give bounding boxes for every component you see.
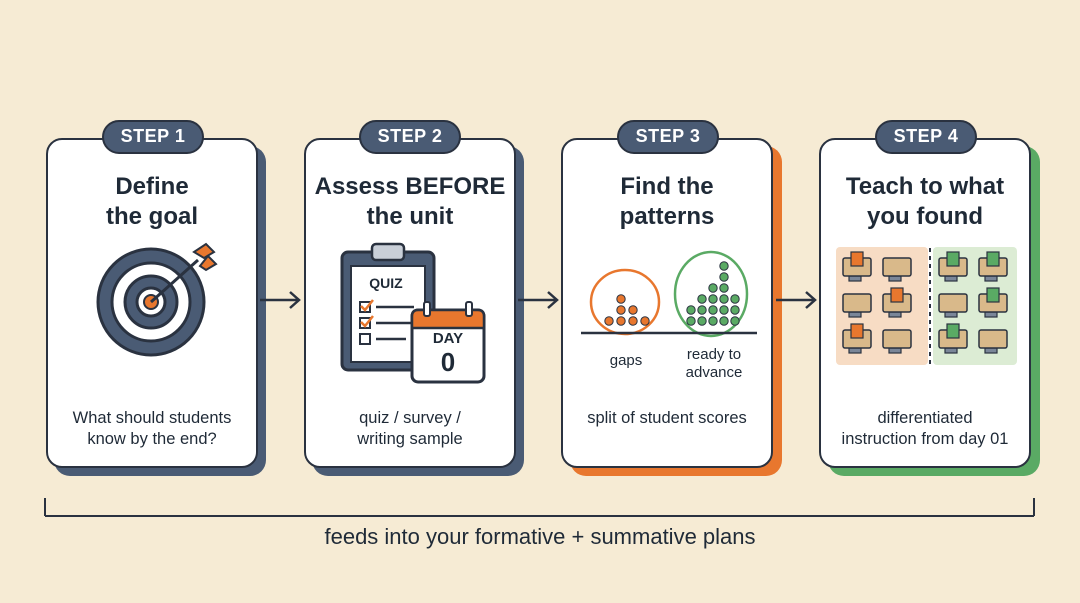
arrow-right-icon (260, 291, 301, 309)
footer-text: feeds into your formative + summative pl… (324, 524, 756, 549)
desk (842, 293, 872, 318)
step3-badge: STEP 3 (617, 120, 719, 154)
desk (882, 287, 912, 318)
score-distribution-icon (581, 250, 757, 338)
desk (842, 251, 872, 282)
step4-card: Teach to what you found differentiated i… (819, 138, 1031, 468)
target-icon (96, 242, 218, 357)
step3-title: Find the patterns (619, 173, 715, 230)
step4-caption: differentiated instruction from day 01 (841, 409, 1009, 448)
score-dot (616, 305, 626, 315)
score-dot (686, 305, 696, 315)
gaps-label: gaps (609, 352, 643, 369)
step2-title: Assess BEFORE the unit (314, 173, 506, 230)
score-dot (628, 305, 638, 315)
score-dot (708, 294, 718, 304)
step2-badge: STEP 2 (359, 120, 461, 154)
score-dot (708, 283, 718, 293)
score-dot (604, 316, 614, 326)
desk (882, 329, 912, 354)
score-dot (628, 316, 638, 326)
score-dot (640, 316, 650, 326)
desk (938, 293, 968, 318)
desk (938, 323, 968, 354)
ready-label: ready to advance (685, 346, 743, 381)
score-dot (719, 272, 729, 282)
score-dot (719, 261, 729, 271)
score-dot (616, 316, 626, 326)
step2-card: Assess BEFORE the unit QUIZ DAY 0 quiz /… (304, 138, 516, 468)
score-dot (719, 316, 729, 326)
classroom-groups-icon (836, 247, 1017, 365)
score-dot (686, 316, 696, 326)
bracket-line (44, 498, 1035, 517)
quiz-label: QUIZ (369, 275, 403, 291)
step1-title: Define the goal (105, 173, 198, 230)
quiz-calendar-icon (340, 242, 486, 384)
score-dot (697, 316, 707, 326)
step2-caption: quiz / survey / writing sample (357, 409, 463, 448)
score-dot (616, 294, 626, 304)
desk (882, 257, 912, 282)
step1-caption: What should students know by the end? (72, 409, 232, 448)
desk (842, 323, 872, 354)
step4-badge: STEP 4 (875, 120, 977, 154)
arrow-right-icon (518, 291, 559, 309)
score-dot (708, 316, 718, 326)
score-dot (697, 305, 707, 315)
desk (978, 251, 1008, 282)
score-dot (719, 294, 729, 304)
step3-card: Find the patterns gaps ready to advance … (561, 138, 773, 468)
score-dot (708, 305, 718, 315)
score-dot (730, 294, 740, 304)
step1-card: Define the goal What should students kno… (46, 138, 258, 468)
desk (978, 329, 1008, 354)
score-dot (730, 305, 740, 315)
score-dot (697, 294, 707, 304)
score-dot (719, 283, 729, 293)
desk (938, 251, 968, 282)
calendar-day-label: DAY (432, 330, 464, 347)
step4-title: Teach to what you found (845, 173, 1005, 230)
step1-badge: STEP 1 (102, 120, 204, 154)
calendar-day-value: 0 (440, 347, 456, 377)
score-dot (730, 316, 740, 326)
step3-caption: split of student scores (587, 409, 747, 427)
arrow-right-icon (776, 291, 817, 309)
score-dot (719, 305, 729, 315)
desk (978, 287, 1008, 318)
